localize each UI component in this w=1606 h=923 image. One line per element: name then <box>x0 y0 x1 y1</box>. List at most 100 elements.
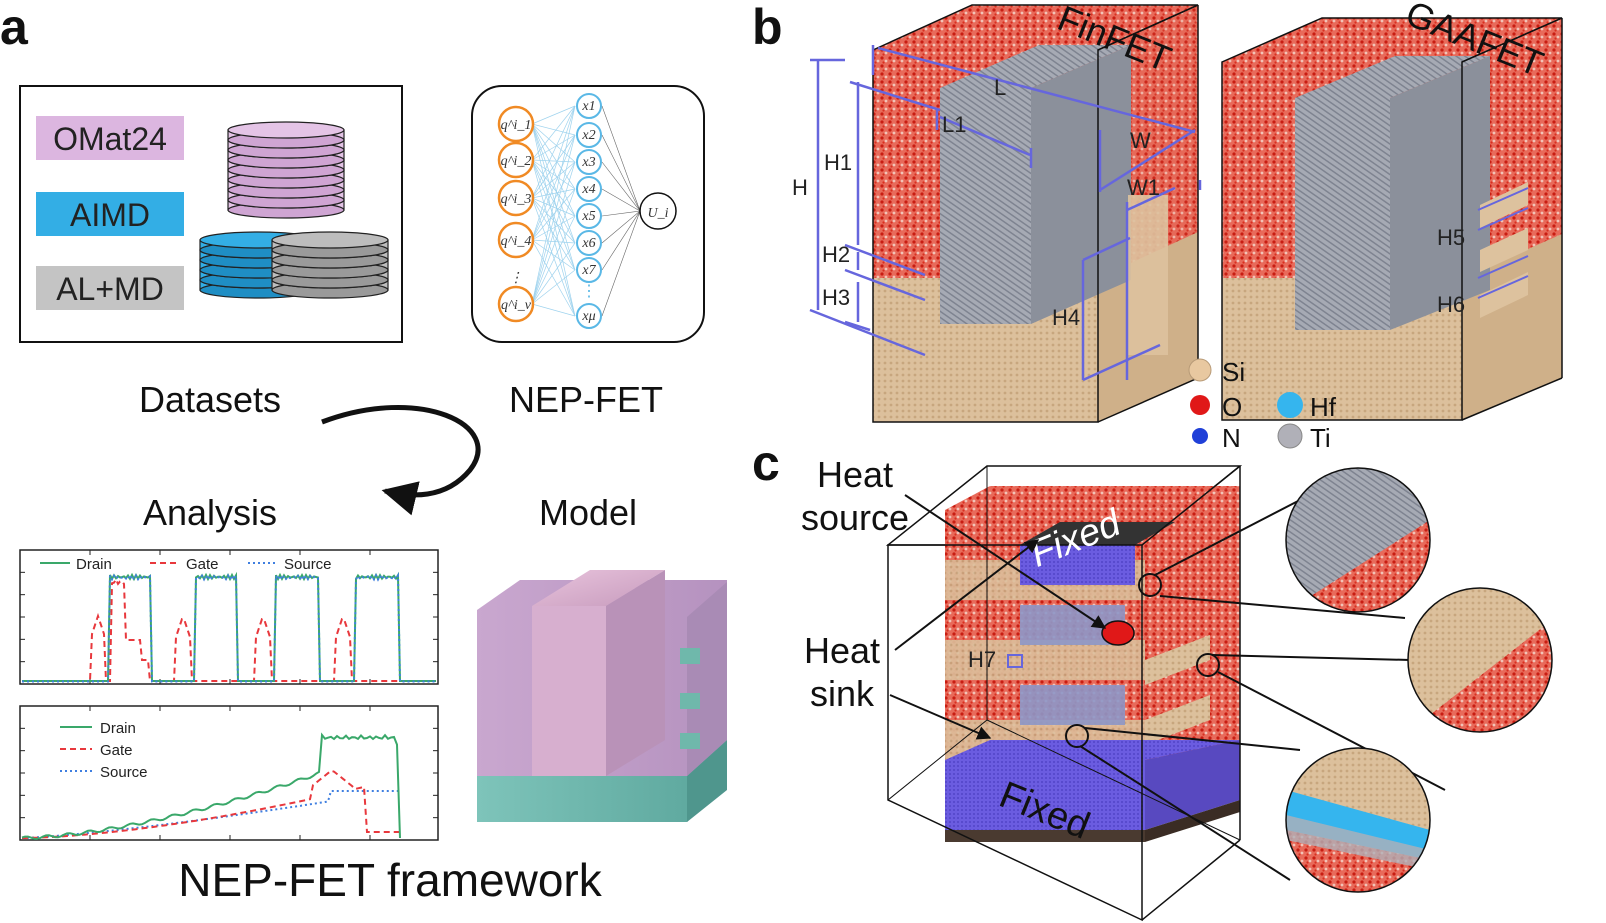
finfet-dimension-labels: L L1 W W1 H H1 H2 H3 H4 <box>792 75 1160 330</box>
hidden-node-label: x7 <box>581 263 596 278</box>
input-node <box>497 141 535 179</box>
plot1-gate-curve <box>22 577 436 682</box>
dim-L: L <box>994 75 1006 100</box>
hidden-node <box>576 176 602 202</box>
input-node-label: q^i_4 <box>501 234 532 249</box>
gaafet-structure <box>1221 17 1563 421</box>
temperature-profile-plot: Drain Gate Source <box>19 549 439 685</box>
input-node <box>497 285 535 323</box>
hidden-node-label: x2 <box>581 128 595 143</box>
fet-model-render <box>477 570 727 822</box>
heat-source-line1: Heat <box>817 454 893 495</box>
plot2-legend-source: Source <box>100 764 148 781</box>
plot1-legend-source: Source <box>284 556 332 573</box>
dataset-omat24-bar <box>36 116 184 160</box>
neural-network: q^i_1 q^i_2 q^i_3 q^i_4 q^i_v ⋮ x1 x2 x3 x4 x5 x6 x7… <box>497 93 677 329</box>
gaafet-dimension-lines <box>1477 187 1529 299</box>
dataset-aimd-label: AIMD <box>70 197 150 233</box>
zoom-interface-silicon-oxide <box>1407 587 1553 733</box>
dataset-aimd: AIMD <box>36 192 184 236</box>
input-node-label: q^i_1 <box>501 118 532 133</box>
heat-source-label: Heat source <box>801 454 909 538</box>
database-stacks <box>199 121 389 299</box>
legend-n: N <box>1222 423 1241 453</box>
dataset-al-md: AL+MD <box>36 266 184 310</box>
dim-W1: W1 <box>1127 175 1160 200</box>
input-node-label: q^i_v <box>501 298 532 313</box>
heat-flux-plot: Drain Gate Source <box>19 705 439 841</box>
workflow-arrow <box>321 405 481 516</box>
dataset-omat24-label: OMat24 <box>53 121 167 157</box>
hidden-node-label: x5 <box>581 209 595 224</box>
omat24-stack <box>227 121 345 219</box>
caption-datasets: Datasets <box>139 379 281 420</box>
legend-ti: Ti <box>1310 423 1331 453</box>
dim-H: H <box>792 175 808 200</box>
heat-sink-line2: sink <box>810 673 875 714</box>
plot2-legend-gate: Gate <box>100 742 133 759</box>
legend-hf: Hf <box>1310 392 1337 422</box>
panel-c-label: c <box>752 435 780 491</box>
dim-H2: H2 <box>822 242 850 267</box>
heat-sink-label: Heat sink <box>804 630 880 714</box>
element-legend: Si O N Hf Ti <box>1188 357 1337 453</box>
dim-W: W <box>1130 128 1151 153</box>
heat-sink-line1: Heat <box>804 630 880 671</box>
plot1-legend-gate: Gate <box>186 556 219 573</box>
hidden-node <box>576 257 602 283</box>
hidden-node <box>576 149 602 175</box>
finfet-structure <box>872 4 1199 423</box>
caption-model: Model <box>539 492 637 533</box>
panel-b-label: b <box>752 0 783 55</box>
dataset-aimd-bar <box>36 192 184 236</box>
heat-source-line2: source <box>801 497 909 538</box>
output-node-label: U_i <box>648 206 669 221</box>
hidden-node-label: x4 <box>581 182 595 197</box>
plot2-ticks <box>20 706 438 840</box>
svg-text:⋮: ⋮ <box>509 271 523 286</box>
legend-si: Si <box>1222 357 1245 387</box>
finfet-dimension-lines <box>809 45 1202 382</box>
dim-H6: H6 <box>1437 292 1465 317</box>
network-box <box>471 85 705 343</box>
input-node <box>497 221 535 259</box>
panel-a-label: a <box>0 0 29 55</box>
dim-H3: H3 <box>822 285 850 310</box>
input-node <box>497 105 535 143</box>
dataset-al-md-label: AL+MD <box>56 271 164 307</box>
dim-H4: H4 <box>1052 305 1080 330</box>
caption-framework: NEP-FET framework <box>178 854 602 906</box>
zoom-interface-metal-oxide <box>1285 467 1431 613</box>
zoom-interface-hfo2-tin <box>1285 747 1431 893</box>
input-node <box>497 179 535 217</box>
plot1-legend-drain: Drain <box>76 556 112 573</box>
hidden-node-label: x6 <box>581 236 595 251</box>
panel-c-leader-lines <box>889 494 1446 881</box>
hidden-node-label: x3 <box>581 155 595 170</box>
dim-L1: L1 <box>942 112 966 137</box>
input-node-label: q^i_2 <box>501 154 532 169</box>
dataset-omat24: OMat24 <box>36 116 184 160</box>
hidden-node-label: xμ <box>581 309 595 324</box>
dim-H1: H1 <box>824 150 852 175</box>
al-md-stack <box>271 231 389 299</box>
hidden-node-label: x1 <box>581 99 595 114</box>
plot2-gate-curve <box>22 769 400 839</box>
caption-nep-fet: NEP-FET <box>509 379 663 420</box>
hidden-node <box>576 203 602 229</box>
plot1-legend: Drain Gate Source <box>40 556 332 573</box>
hidden-node <box>576 230 602 256</box>
input-node-label: q^i_3 <box>501 192 532 207</box>
hidden-node <box>576 122 602 148</box>
plot1-ticks <box>20 550 438 684</box>
plot2-legend-drain: Drain <box>100 720 136 737</box>
dim-H7: H7 <box>968 647 996 672</box>
dataset-al-md-bar <box>36 266 184 310</box>
plot2-drain-curve <box>21 732 401 840</box>
plot1-source-curve <box>22 572 436 683</box>
hidden-node <box>576 93 602 119</box>
heat-transport-structure <box>885 465 1243 922</box>
caption-analysis: Analysis <box>143 492 277 533</box>
plot2-legend: Drain Gate Source <box>60 720 148 781</box>
